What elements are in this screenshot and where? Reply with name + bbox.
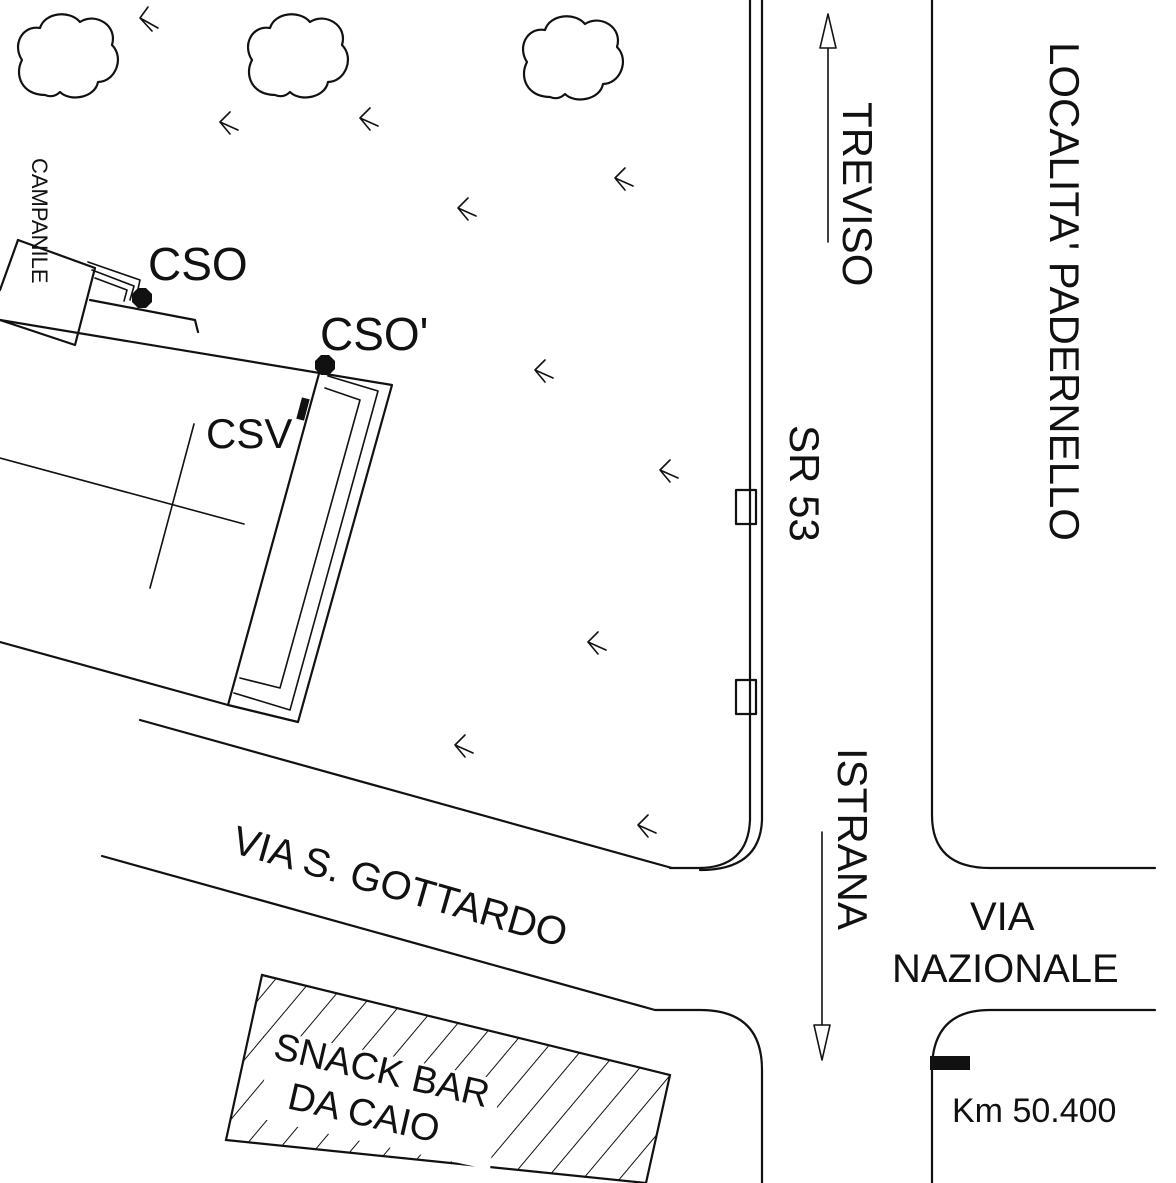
km-label: Km 50.400 — [952, 1092, 1116, 1130]
tree-icon — [246, 13, 349, 99]
wind-arrow-icon — [359, 107, 379, 131]
sr53-east-edge — [930, 0, 1157, 870]
wind-arrow-icon — [457, 197, 477, 221]
csv-marker — [296, 397, 310, 421]
monitoring-point-icon — [132, 288, 152, 308]
via-nazionale-label-line2: NAZIONALE — [892, 947, 1119, 991]
wind-arrow-icon — [637, 814, 657, 838]
csv-label: CSV — [206, 410, 292, 457]
wind-arrows — [139, 6, 679, 838]
istrana-label: ISTRANA — [829, 748, 876, 930]
via-nazionale-label-line1: VIA — [970, 895, 1035, 939]
km-marker — [930, 1056, 970, 1070]
wind-arrow-icon — [534, 359, 554, 383]
gottardo-north-edge — [138, 718, 674, 870]
wind-arrow-icon — [454, 734, 474, 758]
treviso-label: TREVISO — [834, 102, 881, 286]
wind-arrow-icon — [219, 111, 239, 135]
cso-label: CSO — [148, 238, 248, 290]
sr53-west-edge — [668, 0, 764, 872]
wind-arrow-icon — [139, 6, 159, 32]
wind-arrow-icon — [587, 631, 607, 655]
tree-icon — [521, 15, 624, 101]
snack-bar-building: SNACK BAR DA CAIO — [224, 973, 672, 1183]
direction-arrow-icon — [819, 13, 837, 243]
wind-arrow-icon — [614, 167, 634, 191]
tree-icon — [16, 13, 119, 99]
wind-arrow-icon — [659, 459, 679, 483]
church-building — [0, 238, 394, 724]
sr53-label: SR 53 — [781, 425, 828, 542]
cso-prime-label: CSO' — [320, 308, 428, 360]
direction-arrow-icon — [813, 831, 831, 1061]
gottardo-south-edge — [100, 854, 764, 1183]
monitoring-point-icon — [315, 355, 335, 375]
via-gottardo-label: VIA S. GOTTARDO — [228, 818, 573, 956]
campanile-label: CAMPANILE — [27, 158, 52, 284]
localita-label: LOCALITA' PADERNELLO — [1041, 42, 1088, 541]
